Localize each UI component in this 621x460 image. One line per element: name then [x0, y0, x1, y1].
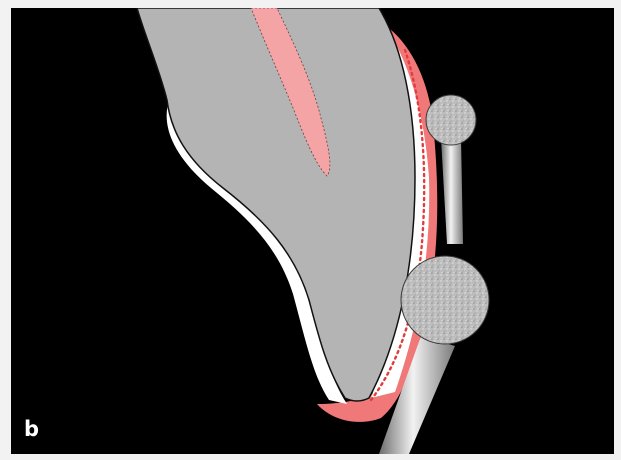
- figure-panel: b: [11, 8, 614, 454]
- panel-label: b: [24, 419, 39, 440]
- dental-diagram: [11, 8, 614, 454]
